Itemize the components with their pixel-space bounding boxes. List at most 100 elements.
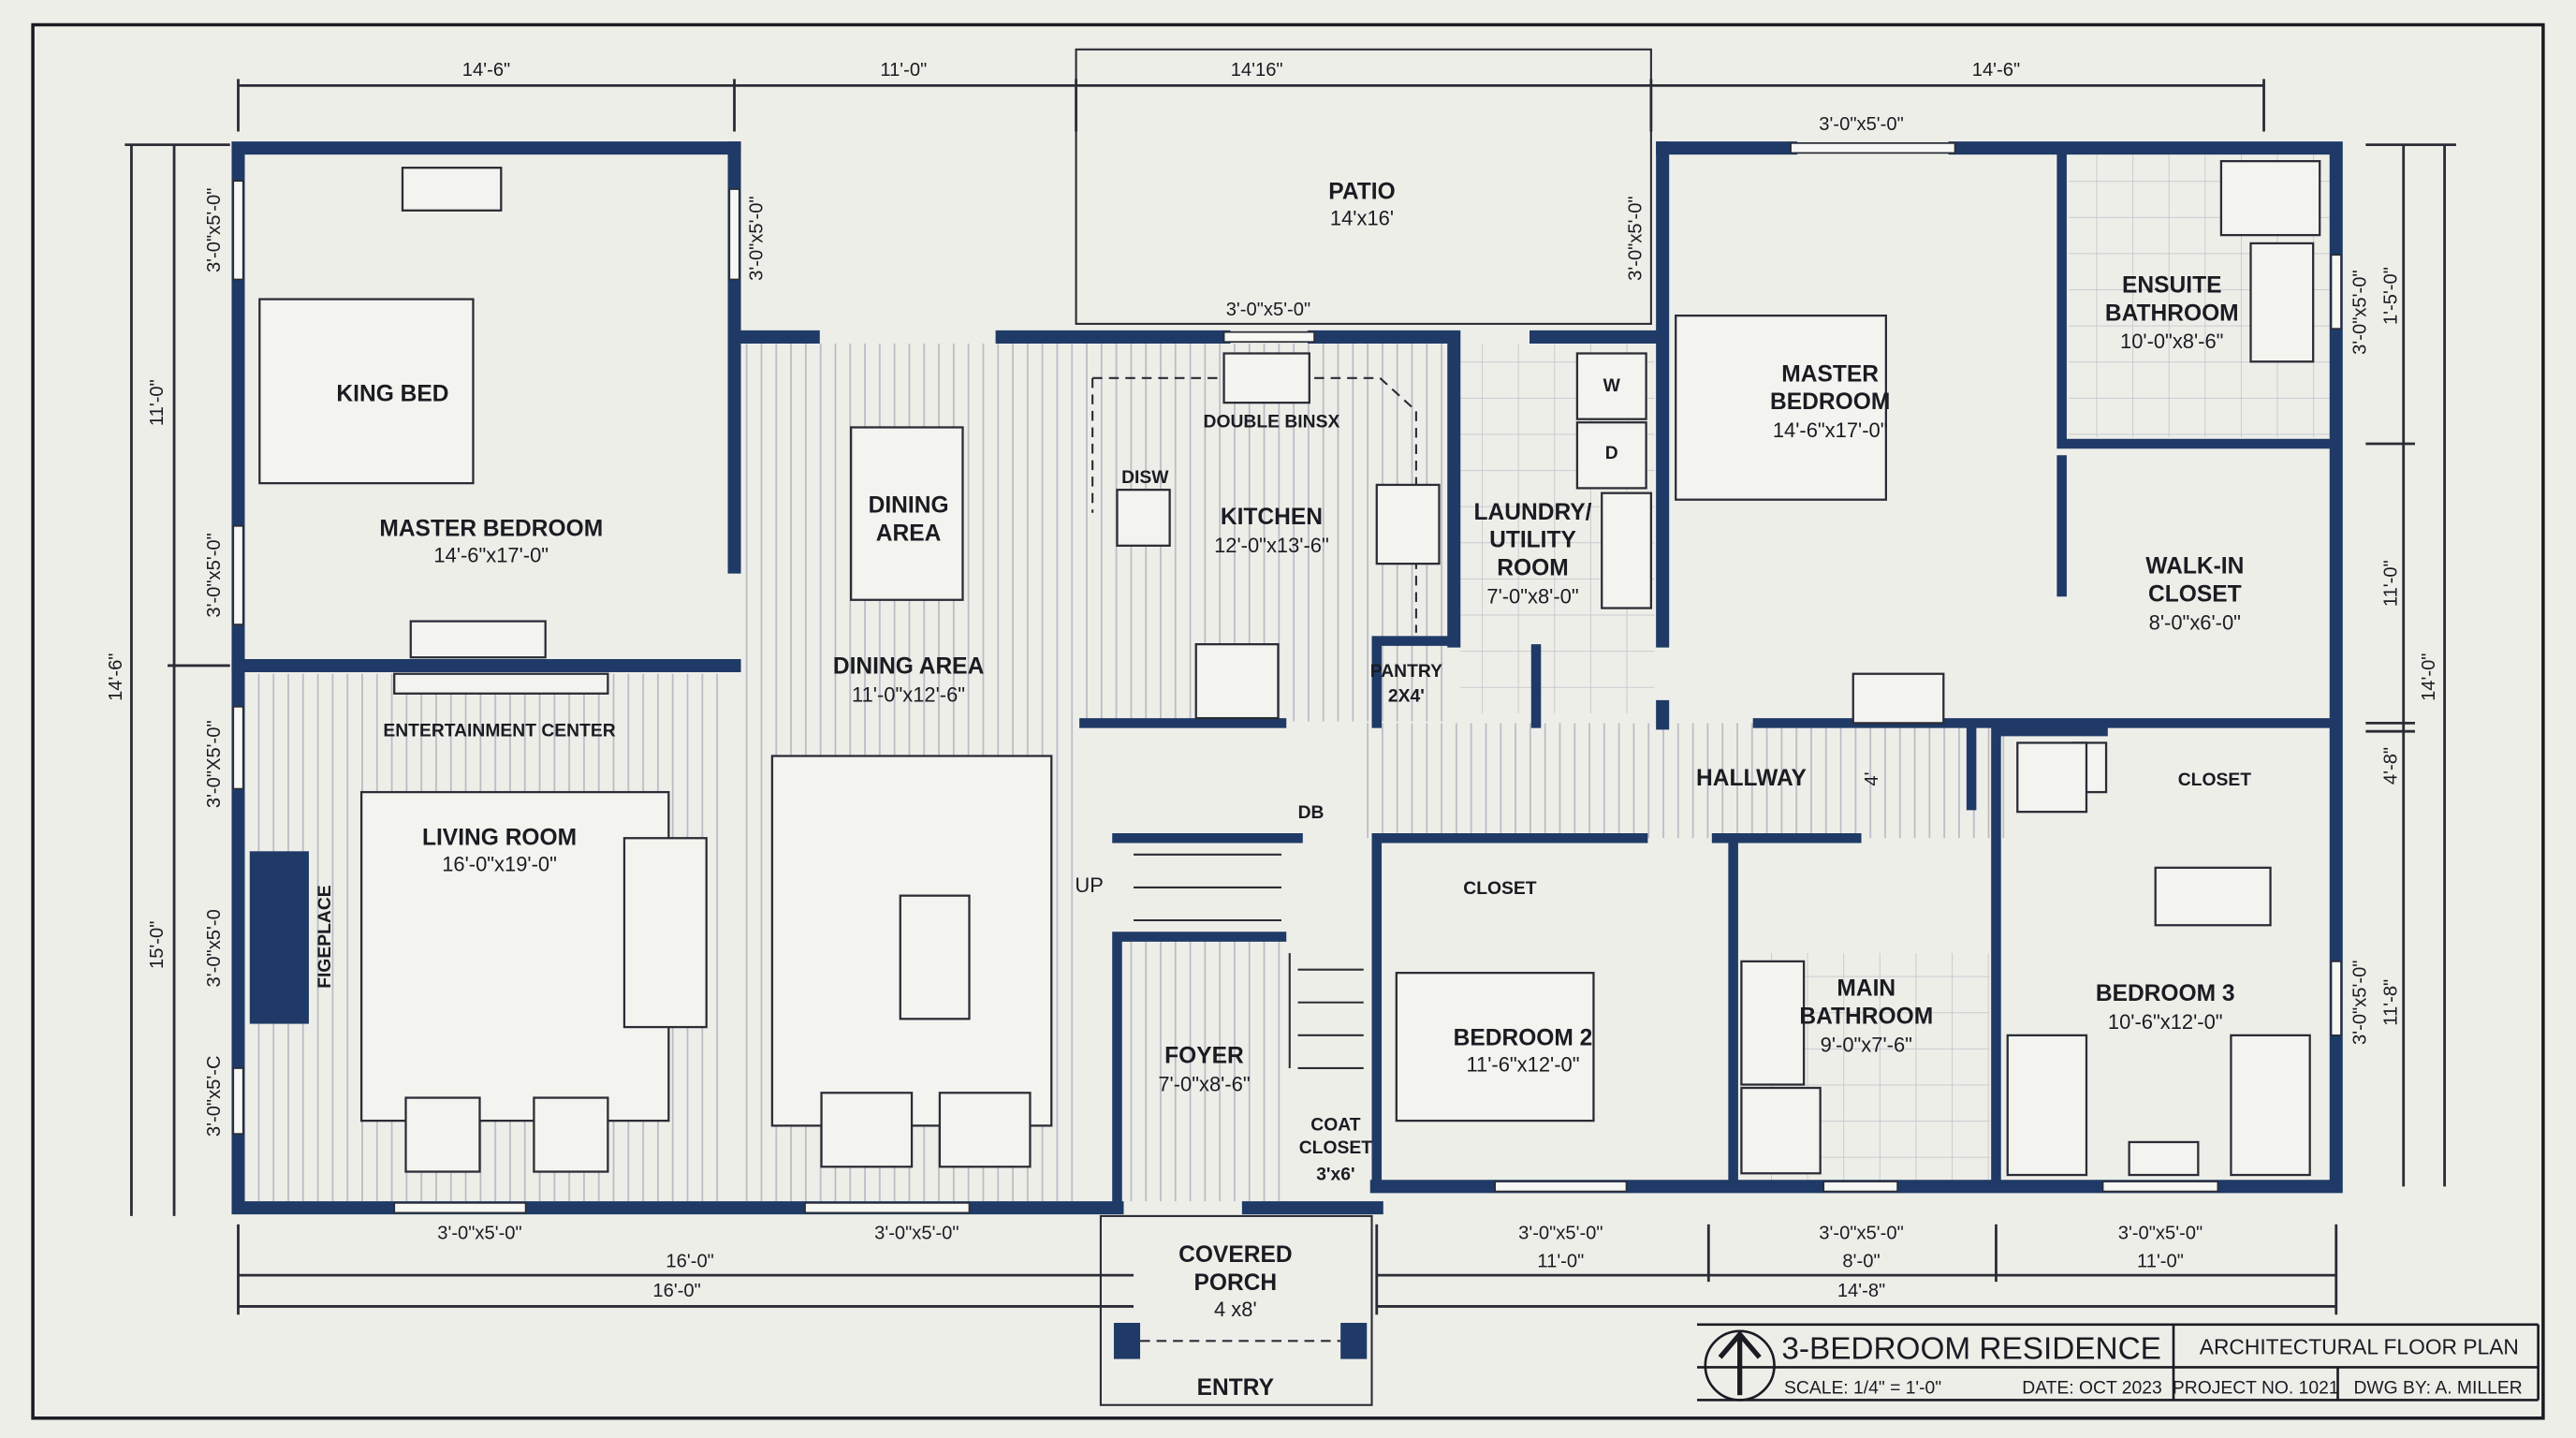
main-bath-line-1: MAIN xyxy=(1837,976,1895,1002)
kitchen-name: KITCHEN xyxy=(1221,505,1323,530)
porch-size: 4 x8' xyxy=(1214,1298,1257,1321)
porch-line-2: PORCH xyxy=(1193,1270,1277,1296)
stairs-up-label: UP xyxy=(1075,873,1103,897)
coat-closet-line-2: CLOSET xyxy=(1299,1138,1372,1158)
master-bedroom-2-size: 14'-6"x17'-0" xyxy=(1773,418,1888,442)
window-label: 3'-0"x5'-0" xyxy=(746,196,767,280)
dim-top-4: 14'-6" xyxy=(1972,60,2020,81)
walk-in-line-1: WALK-IN xyxy=(2145,554,2244,580)
dim-bottom-left-2: 16'-0" xyxy=(652,1281,700,1301)
master-bedroom-1-size: 14'-6"x17'-0" xyxy=(433,543,549,566)
foyer-name: FOYER xyxy=(1164,1044,1244,1069)
dim-bottom-bedroom2: 11'-0" xyxy=(1537,1251,1584,1271)
dim-top-3: 14'16" xyxy=(1231,60,1283,81)
covered-porch xyxy=(1099,1214,1373,1406)
dryer-label: D xyxy=(1605,444,1618,463)
window-label: 3'-0"x5'-0" xyxy=(437,1223,521,1243)
dim-right-lower: 11'-8" xyxy=(2381,979,2402,1026)
dining-table-label-1: DINING xyxy=(869,493,949,519)
window-label: 3'-0"x5'-0" xyxy=(2349,961,2370,1045)
bedroom-3-name: BEDROOM 3 xyxy=(2096,981,2235,1006)
washer-label: W xyxy=(1603,376,1621,396)
foyer-size: 7'-0"x8'-6" xyxy=(1158,1073,1250,1096)
dim-top-2: 11'-0" xyxy=(880,60,927,81)
dishwasher-label: DISW xyxy=(1121,468,1169,488)
window-label: 3'-0"x5'-0" xyxy=(1819,114,1903,135)
sheet-border xyxy=(31,22,2545,1420)
patio-outline xyxy=(1075,48,1652,325)
fireplace-label: FIGEPLACE xyxy=(315,885,335,989)
dim-bottom-bedroom3: 11'-0" xyxy=(2137,1251,2184,1271)
drawing-scale: SCALE: 1/4" = 1'-0" xyxy=(1784,1378,1941,1398)
fireplace-hearth xyxy=(249,851,309,1024)
dimension-labels: 14'-6" 11'-0" 14'16" 14'-6" 14'-6" 11'-0… xyxy=(106,60,2439,1301)
ensuite-line-1: ENSUITE xyxy=(2122,273,2221,299)
tv-cabinet xyxy=(393,672,609,695)
window-label: 3'-0"x5'-0" xyxy=(2349,270,2370,354)
bedroom-2-name: BEDROOM 2 xyxy=(1454,1025,1593,1050)
dim-top-1: 14'-6" xyxy=(462,60,510,81)
window-label: 3'-0"x5'-0" xyxy=(1226,300,1310,320)
ensuite-line-2: BATHROOM xyxy=(2105,301,2239,326)
furniture xyxy=(249,160,2321,1177)
main-bath-size: 9'-0"x7'-6" xyxy=(1821,1033,1912,1056)
master-bedroom-1-name: MASTER BEDROOM xyxy=(379,516,603,541)
dimension-lines xyxy=(124,79,2456,1315)
living-room-name: LIVING ROOM xyxy=(422,825,577,850)
drawn-by: DWG BY: A. MILLER xyxy=(2353,1378,2522,1398)
hallway-label: HALLWAY xyxy=(1696,766,1807,791)
coat-closet-line-1: COAT xyxy=(1310,1116,1360,1136)
entertainment-center-label: ENTERTAINMENT CENTER xyxy=(383,721,615,741)
title-block: 3-BEDROOM RESIDENCE ARCHITECTURAL FLOOR … xyxy=(1697,1323,2539,1401)
north-arrow-icon xyxy=(1704,1329,1776,1401)
window-label: 3'-0"X5'-0" xyxy=(204,720,225,808)
bedroom-3-size: 10'-6"x12'-0" xyxy=(2108,1010,2223,1034)
patio-size: 14'x16' xyxy=(1330,207,1394,230)
dim-bottom-right-overall: 14'-8" xyxy=(1837,1281,1885,1301)
window-label: 3'-0"x5'-0" xyxy=(2118,1223,2203,1243)
windows xyxy=(232,141,2342,1214)
dim-bottom-left-1: 16'-0" xyxy=(666,1251,713,1271)
ensuite-size: 10'-0"x8'-6" xyxy=(2120,330,2223,353)
closet-bed2-label: CLOSET xyxy=(1463,879,1536,899)
dim-right-overall: 14'-0" xyxy=(2419,653,2439,701)
king-bed-label: KING BED xyxy=(336,381,448,406)
dining-area-size: 11'-0"x12'-6" xyxy=(852,683,965,707)
laundry-line-2: UTILITY xyxy=(1489,528,1576,553)
laundry-line-3: ROOM xyxy=(1497,555,1568,580)
walk-in-line-2: CLOSET xyxy=(2148,582,2242,608)
pantry-name: PANTRY xyxy=(1370,662,1442,682)
window-label: 3'-0"x5'-0" xyxy=(204,188,225,272)
room-labels: KING BED MASTER BEDROOM 14'-6"x17'-0" EN… xyxy=(315,180,2251,1401)
drawing-subtitle: ARCHITECTURAL FLOOR PLAN xyxy=(2200,1334,2519,1358)
sofa xyxy=(622,837,708,1029)
porch-line-1: COVERED xyxy=(1178,1242,1292,1268)
project-number: PROJECT NO. 1021 xyxy=(2173,1378,2339,1398)
double-sink-label: DOUBLE BINSX xyxy=(1204,412,1340,432)
db-label: DB xyxy=(1298,803,1325,823)
main-bath-line-2: BATHROOM xyxy=(1799,1005,1933,1030)
dim-right-middle: 11'-0" xyxy=(2381,560,2402,607)
dining-area-name: DINING AREA xyxy=(833,654,985,680)
rug xyxy=(359,790,670,1123)
pantry-size: 2X4' xyxy=(1388,687,1425,707)
dim-hall-width: 4' xyxy=(1862,772,1882,786)
dining-table-label-2: AREA xyxy=(876,521,942,547)
window-label: 3'-0"x5'-0" xyxy=(1625,196,1646,280)
window-label: 3'-0"x5'-0" xyxy=(1518,1223,1603,1243)
drawing-date: DATE: OCT 2023 xyxy=(2022,1378,2161,1398)
master-bedroom-2-line-2: BEDROOM xyxy=(1770,389,1890,415)
window-label: 3'-0"x5'-0 xyxy=(204,909,225,987)
coat-closet-size: 3'x6' xyxy=(1316,1165,1354,1184)
dim-right-hall: 4'-8" xyxy=(2381,747,2402,785)
window-label: 3'-0"x5'-0" xyxy=(204,533,225,617)
dim-left-lower: 15'-0" xyxy=(147,921,168,969)
dim-bottom-main-bath: 8'-0" xyxy=(1842,1251,1880,1271)
window-label: 3'-0"x5'-0" xyxy=(874,1223,959,1243)
window-label: 3'-0"x5'-0" xyxy=(1819,1223,1903,1243)
living-room-size: 16'-0"x19'-0" xyxy=(442,852,557,875)
laundry-line-1: LAUNDRY/ xyxy=(1474,500,1592,525)
kitchen-size: 12'-0"x13'-6" xyxy=(1214,534,1329,557)
patio-name: PATIO xyxy=(1328,180,1395,205)
